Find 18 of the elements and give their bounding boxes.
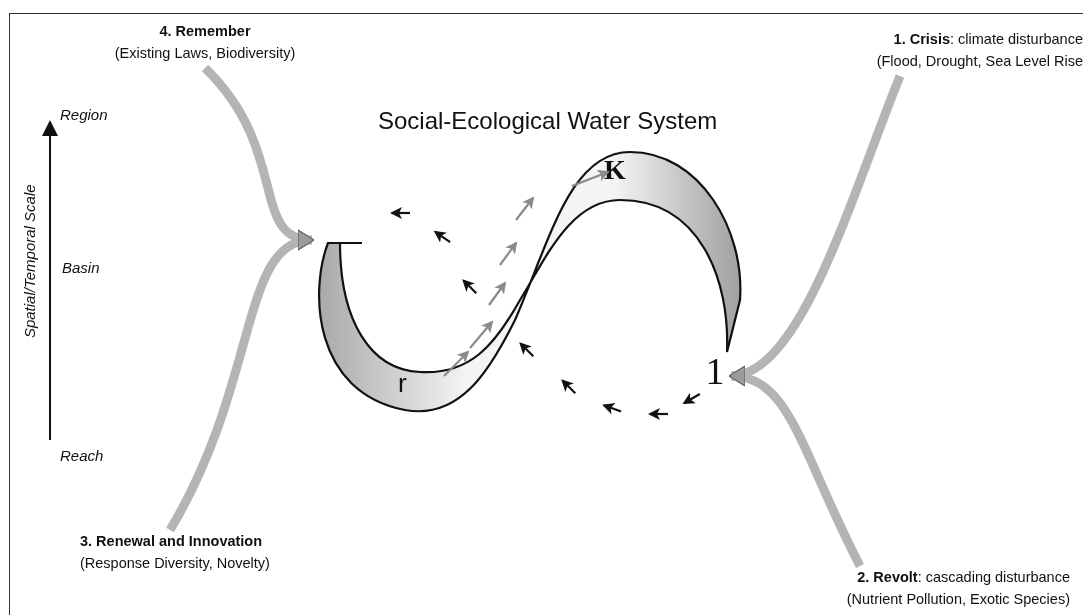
phase-letter: 1 bbox=[704, 352, 726, 390]
diagram-title: Social-Ecological Water System bbox=[378, 106, 718, 136]
phase-heading: 3. Renewal and Innovation bbox=[80, 532, 264, 551]
scale-label: Reach bbox=[60, 446, 104, 466]
phase-heading: 1. Crisis: climate disturbance bbox=[892, 30, 1083, 49]
phase-examples: (Flood, Drought, Sea Level Rise bbox=[875, 52, 1083, 71]
scale-label: Spatial/Temporal Scale bbox=[19, 183, 39, 341]
ribbon-arrow bbox=[728, 367, 865, 568]
scale-label: Basin bbox=[62, 258, 100, 278]
phase-heading: 2. Revolt: cascading disturbance bbox=[856, 568, 1070, 587]
phase-examples: (Existing Laws, Biodiversity) bbox=[113, 44, 297, 63]
scale-label: Region bbox=[60, 105, 108, 125]
phase-examples: (Response Diversity, Novelty) bbox=[80, 554, 271, 573]
phase-examples: (Nutrient Pollution, Exotic Species) bbox=[845, 590, 1070, 609]
phase-letter: K bbox=[604, 156, 626, 184]
phase-heading: 4. Remember bbox=[158, 22, 252, 41]
ribbon-arrow bbox=[166, 232, 315, 533]
phase-letter: r bbox=[398, 370, 407, 396]
